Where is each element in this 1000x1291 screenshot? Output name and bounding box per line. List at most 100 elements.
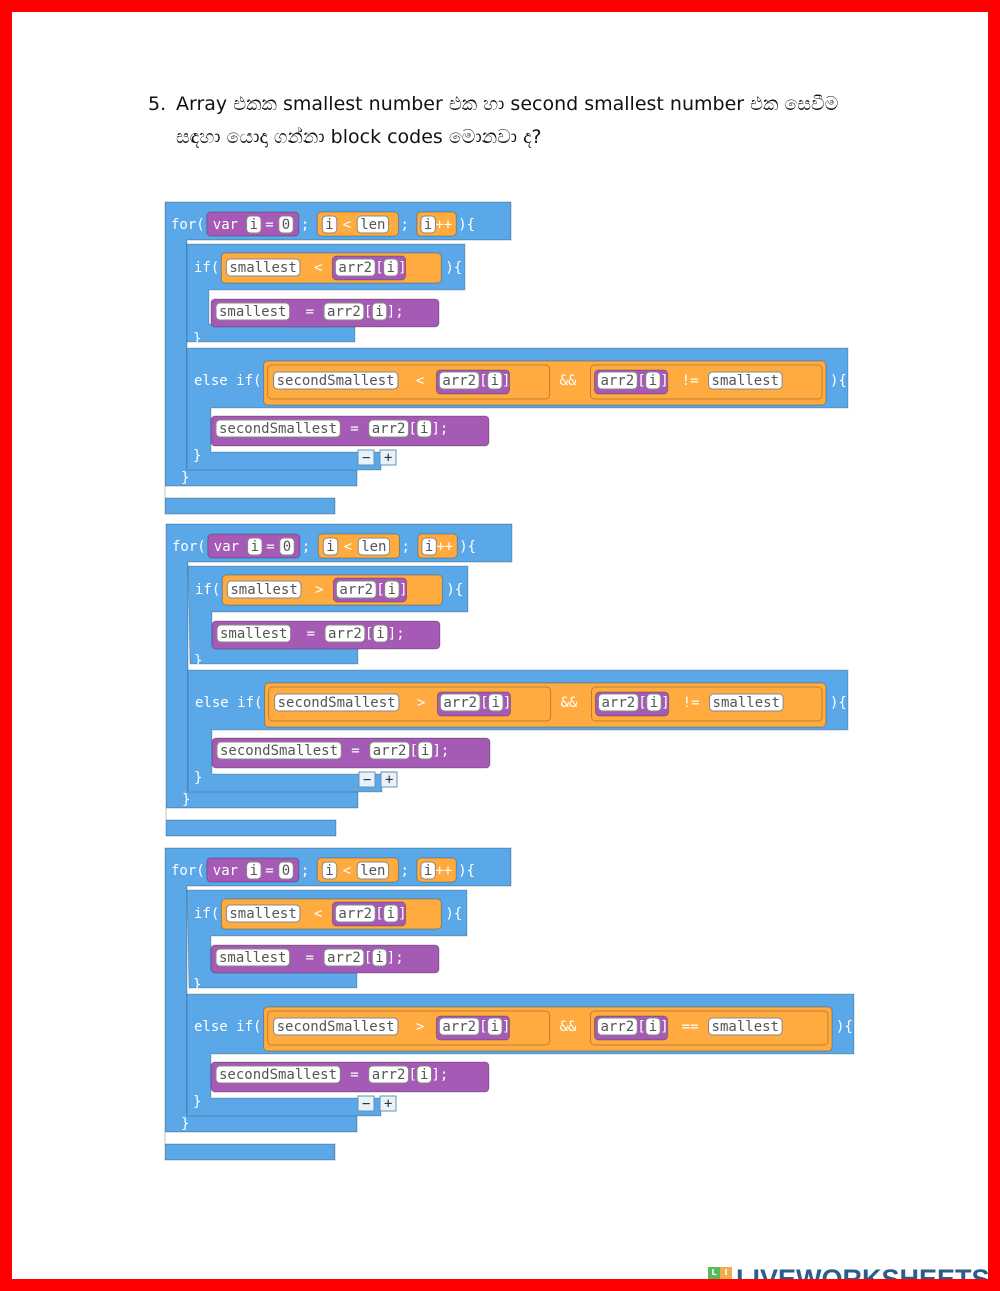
assign-smallest[interactable]: smallest [220,626,287,642]
else-index-i-2[interactable]: i [649,1019,657,1035]
if-index-i[interactable]: i [387,906,395,922]
assign-arr2-slot[interactable] [323,302,365,321]
else-index-i-1[interactable]: i [491,1019,499,1035]
assign-arr2-slot[interactable] [323,948,365,967]
assign-smallest-slot[interactable] [216,624,292,643]
else-index-i-1-slot[interactable] [487,371,503,390]
inc-i[interactable]: i [424,863,432,879]
cond-len-slot[interactable] [356,861,390,880]
assign-arr2[interactable]: arr2 [328,626,362,642]
if-arr2-slot[interactable] [335,580,377,599]
minus-button[interactable] [357,449,375,466]
else-smallest[interactable]: smallest [712,373,779,389]
assign-arr2[interactable]: arr2 [327,950,361,966]
else-index-i-1-slot[interactable] [487,1017,503,1036]
else-arr2-1-slot[interactable] [438,371,480,390]
assign-arr2-slot[interactable] [324,624,366,643]
assign2-index-i-slot[interactable] [416,1065,432,1084]
assign2-index-i[interactable]: i [420,421,428,437]
else-index-i-1[interactable]: i [491,373,499,389]
else-smallest-slot[interactable] [709,693,784,712]
else-smallest[interactable]: smallest [712,1019,779,1035]
cond-i-slot[interactable] [322,537,339,556]
if-index-i-slot[interactable] [383,904,399,923]
cond-len-slot[interactable] [356,215,390,234]
if-smallest-slot[interactable] [225,258,301,277]
else-second-smallest-slot[interactable] [273,1017,399,1036]
plus-button[interactable] [379,449,397,466]
else-smallest-slot[interactable] [708,1017,783,1036]
assign2-second-smallest[interactable]: secondSmallest [220,743,338,759]
init-zero[interactable]: 0 [282,217,290,233]
assign-smallest-slot[interactable] [215,302,291,321]
else-arr2-2[interactable]: arr2 [601,1019,635,1035]
else-second-smallest-slot[interactable] [274,693,400,712]
assign2-arr2[interactable]: arr2 [372,1067,406,1083]
loop-var-i[interactable]: i [250,217,258,233]
loop-var-i-slot[interactable] [247,537,263,556]
if-arr2[interactable]: arr2 [339,582,373,598]
assign-index-i-slot[interactable] [371,948,388,967]
else-arr2-1-slot[interactable] [439,693,481,712]
loop-var-i[interactable]: i [251,539,259,555]
if-smallest-slot[interactable] [226,580,302,599]
inc-i-slot[interactable] [420,861,436,880]
assign2-arr2-slot[interactable] [368,419,410,438]
assign2-second-smallest[interactable]: secondSmallest [219,421,337,437]
assign2-index-i[interactable]: i [421,743,429,759]
if-smallest[interactable]: smallest [230,582,297,598]
assign2-index-i-slot[interactable] [416,419,432,438]
assign2-arr2-slot[interactable] [369,741,411,760]
if-smallest[interactable]: smallest [229,260,296,276]
if-index-i[interactable]: i [387,260,395,276]
if-index-i[interactable]: i [388,582,396,598]
plus-button-label[interactable]: + [384,1096,392,1112]
plus-button-label[interactable]: + [384,450,392,466]
assign2-index-i-slot[interactable] [417,741,433,760]
for-loop-block[interactable] [164,201,512,515]
else-arr2-2[interactable]: arr2 [602,695,636,711]
assign2-second-smallest[interactable]: secondSmallest [219,1067,337,1083]
else-arr2-2-slot[interactable] [597,1017,638,1036]
cond-len[interactable]: len [361,539,386,555]
cond-len[interactable]: len [360,217,385,233]
else-arr2-2-slot[interactable] [598,693,639,712]
if-arr2[interactable]: arr2 [338,906,372,922]
cond-len-slot[interactable] [357,537,391,556]
inc-i-slot[interactable] [421,537,437,556]
init-zero-slot[interactable] [279,537,295,556]
assign-arr2[interactable]: arr2 [327,304,361,320]
cond-i[interactable]: i [326,539,334,555]
else-arr2-1-slot[interactable] [438,1017,480,1036]
assign-smallest[interactable]: smallest [219,304,286,320]
else-second-smallest[interactable]: secondSmallest [277,373,395,389]
assign2-arr2[interactable]: arr2 [373,743,407,759]
if-arr2[interactable]: arr2 [338,260,372,276]
assign-smallest[interactable]: smallest [219,950,286,966]
minus-button[interactable] [358,771,376,788]
assign-smallest-slot[interactable] [215,948,291,967]
assign-index-i[interactable]: i [375,304,383,320]
else-smallest-slot[interactable] [708,371,783,390]
init-zero[interactable]: 0 [282,863,290,879]
else-second-smallest[interactable]: secondSmallest [278,695,396,711]
if-arr2-slot[interactable] [334,258,376,277]
else-arr2-2[interactable]: arr2 [601,373,635,389]
else-index-i-2-slot[interactable] [645,1017,661,1036]
inc-i-slot[interactable] [420,215,436,234]
else-second-smallest-slot[interactable] [273,371,399,390]
minus-button-label[interactable]: − [363,772,371,788]
plus-button-label[interactable]: + [385,772,393,788]
assign2-second-smallest-slot[interactable] [216,741,342,760]
plus-button[interactable] [380,771,398,788]
else-index-i-2-slot[interactable] [645,371,661,390]
else-arr2-1[interactable]: arr2 [442,1019,476,1035]
cond-i[interactable]: i [325,217,333,233]
inc-i[interactable]: i [425,539,433,555]
if-smallest[interactable]: smallest [229,906,296,922]
minus-button-label[interactable]: − [362,1096,370,1112]
else-arr2-1[interactable]: arr2 [442,373,476,389]
inc-i[interactable]: i [424,217,432,233]
init-zero-slot[interactable] [278,861,294,880]
